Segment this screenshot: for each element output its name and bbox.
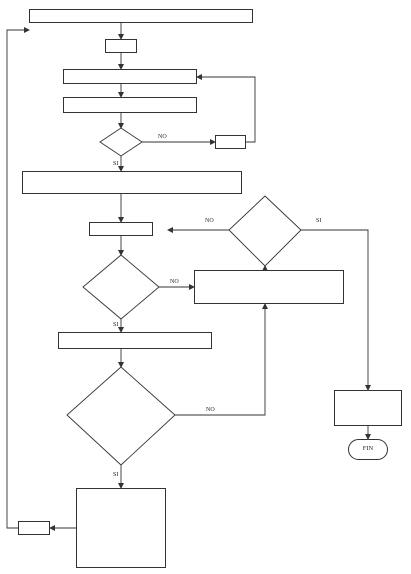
reassign-s-box [194,270,344,304]
decision-stop-diamond [228,195,302,267]
edge-selection-no [175,303,268,416]
decision-selection-diamond [66,366,176,466]
calc-f-box [58,332,212,349]
edge-label-si-feasible: SI [113,322,119,328]
edge-incr-k-loop [196,74,256,143]
incr-t-box [18,521,50,535]
end-terminator: FIN [348,439,388,460]
edge-incr-t-loop [6,27,30,529]
edge-label-no-feasible: NO [170,279,179,285]
input-parameters-box [29,9,253,23]
incr-k-box [215,135,246,149]
output-box [334,390,402,426]
decision-feasible-diamond [82,254,160,320]
edge-label-no-stop: NO [205,218,214,224]
edge-label-si-selection: SI [113,472,119,478]
edge-check-stop-yes [301,229,371,391]
edge-label-no-selection: NO [206,407,215,413]
assign-s-box [89,222,153,236]
edge-label-si-stop: SI [316,218,322,224]
edge-label-si-k: SI [113,161,119,167]
reset-step-box [22,171,242,194]
calc-fitness-box [63,97,197,113]
decision-k-diamond [99,127,143,157]
generate-particles-box [63,69,197,84]
edge-label-no-k: NO [158,134,167,140]
update-box [76,488,166,568]
init-counter-box [105,39,137,53]
